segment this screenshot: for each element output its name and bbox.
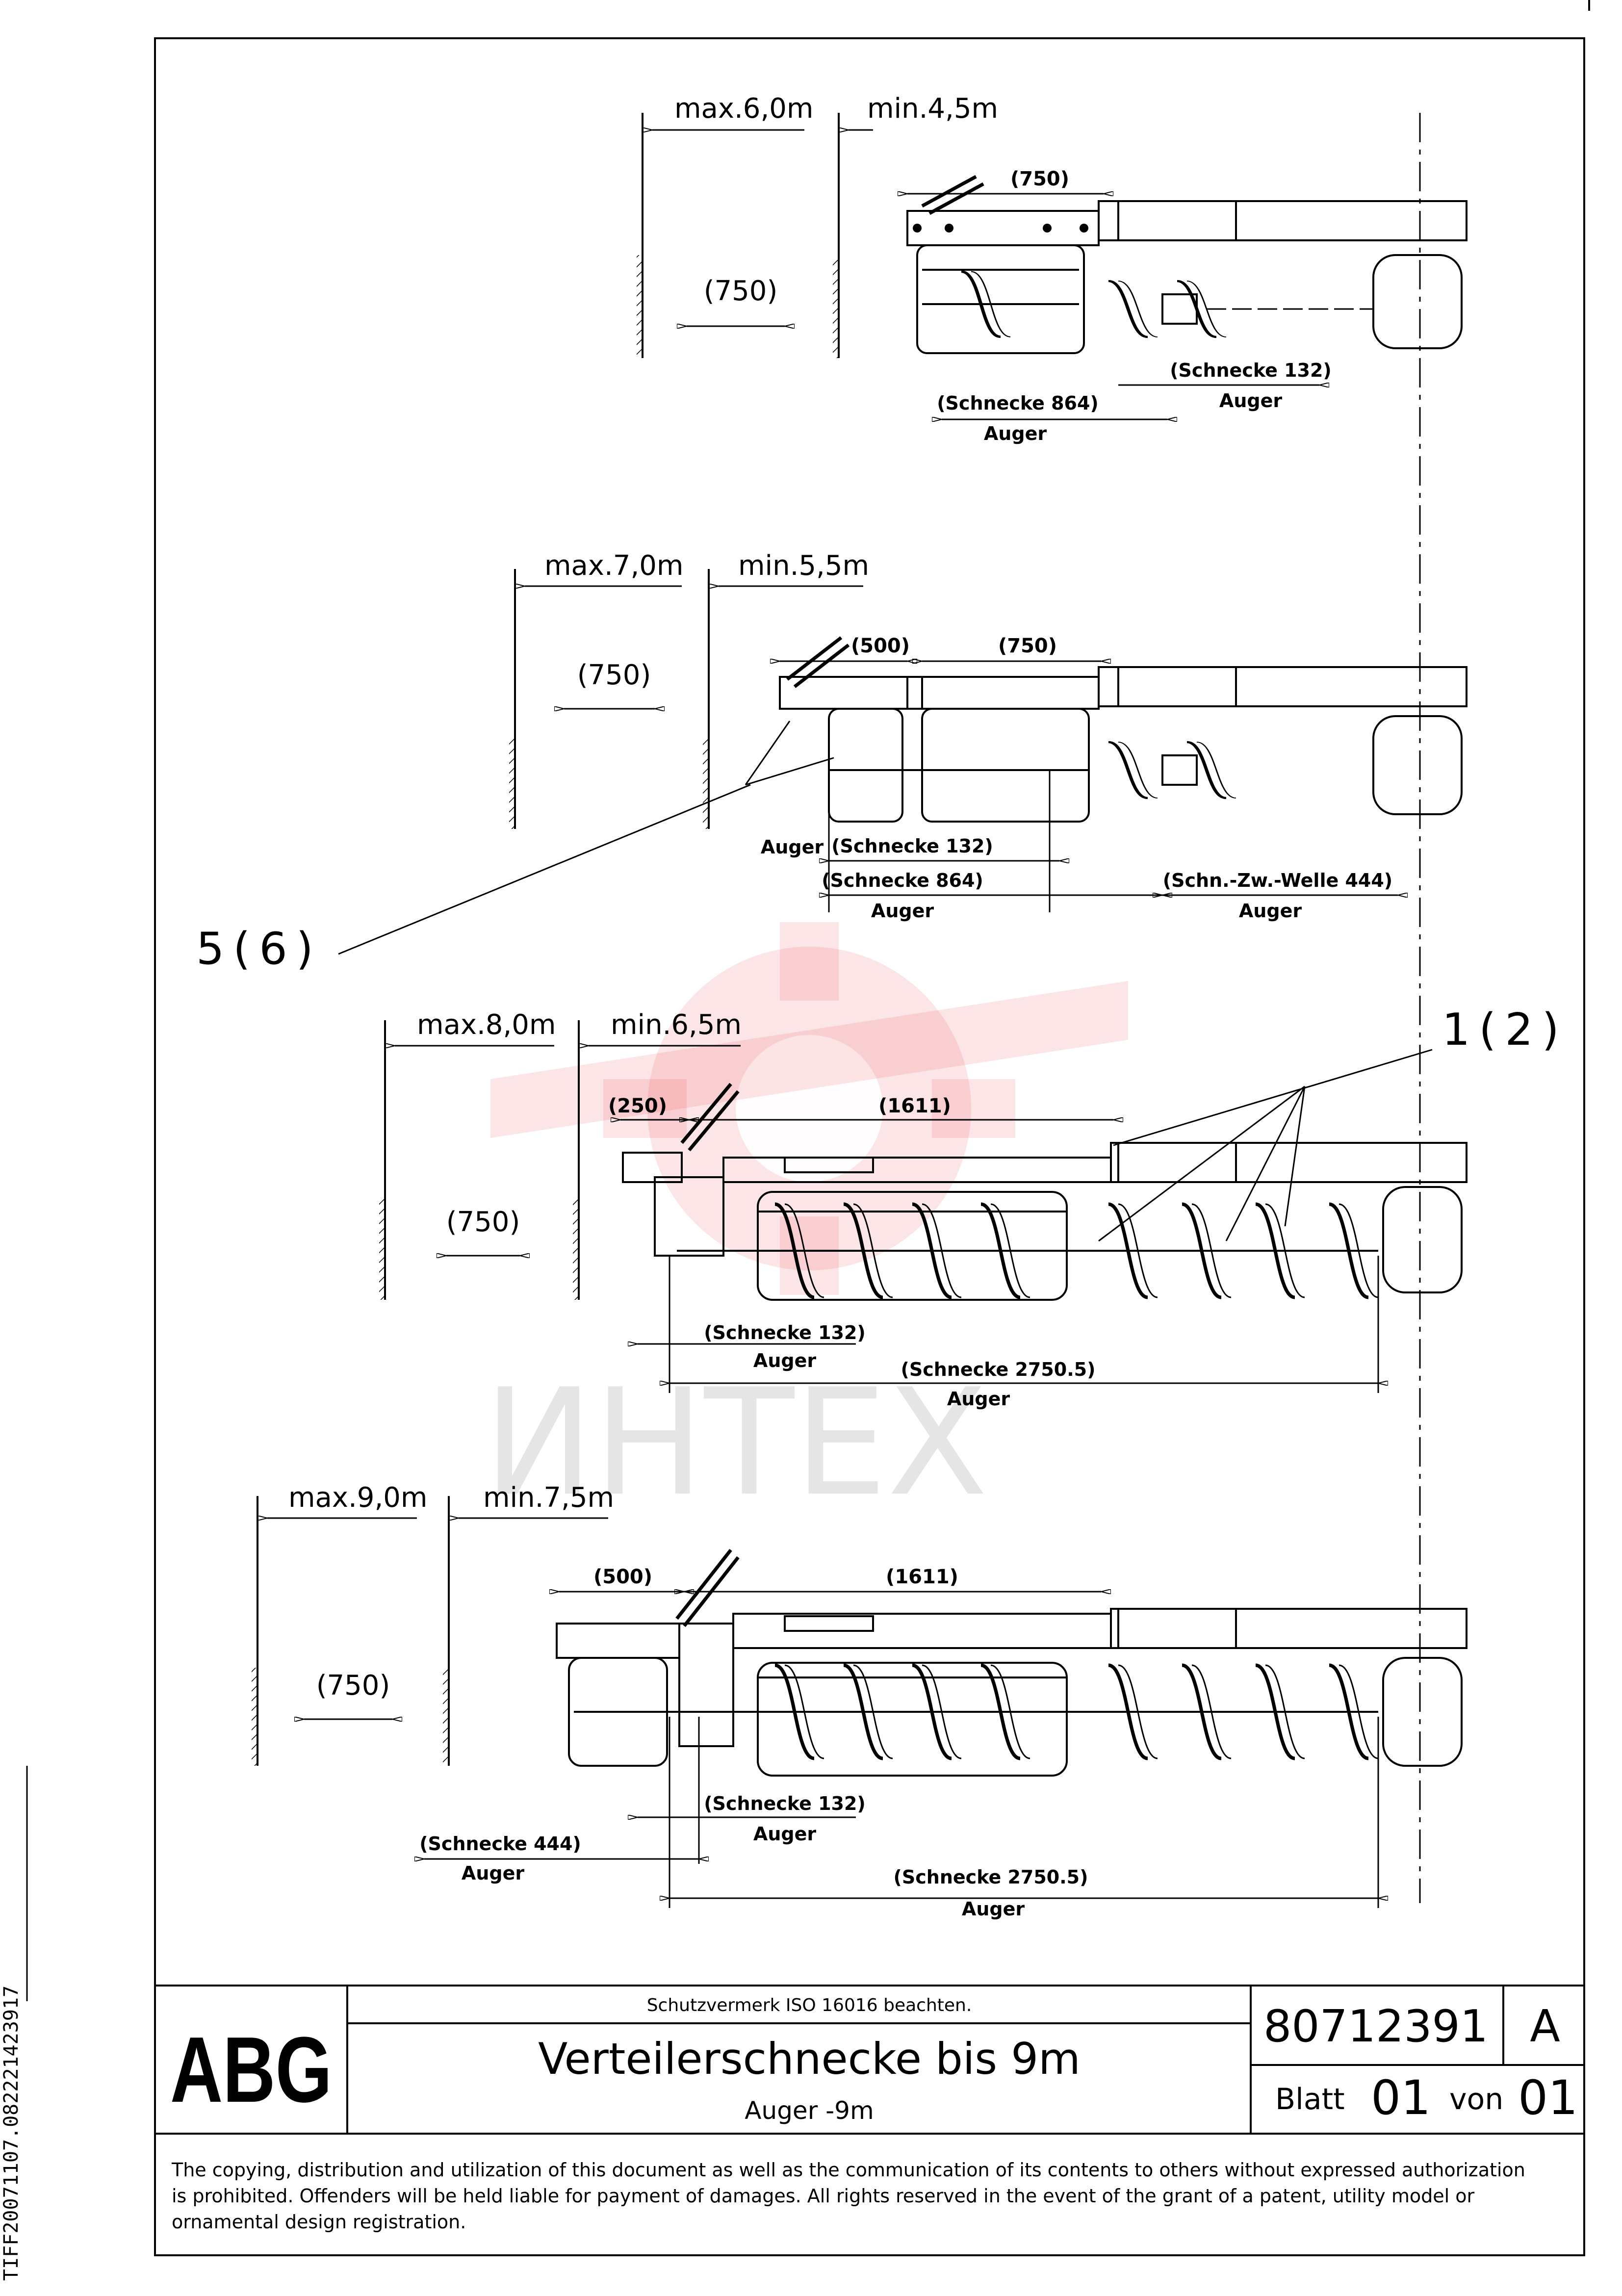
note-dim: (Schnecke 864) bbox=[937, 392, 1099, 414]
note-dim: (Schnecke 864) bbox=[822, 870, 983, 891]
auger-guard bbox=[916, 244, 1085, 354]
max-width-label: max.6,0m bbox=[674, 93, 813, 125]
min-width-label: min.4,5m bbox=[867, 93, 998, 125]
top-dim: (1611) bbox=[886, 1566, 958, 1588]
diagram-9m: max.9,0m min.7,5m (750) (500) (1611) (Sc… bbox=[252, 1482, 1468, 1920]
drawing-subtitle: Auger -9m bbox=[745, 2096, 874, 2125]
extension-frame bbox=[906, 210, 1100, 246]
gap-label: (750) bbox=[577, 659, 651, 691]
top-dim: (500) bbox=[851, 635, 910, 657]
of-label: von bbox=[1449, 2082, 1503, 2116]
part-number-5-6: 5(6) bbox=[196, 923, 322, 975]
max-width-label: max.7,0m bbox=[544, 550, 683, 582]
max-width-label: max.9,0m bbox=[288, 1482, 427, 1514]
drawing-number: 80712391 bbox=[1263, 2001, 1488, 2052]
revision: A bbox=[1530, 2001, 1560, 2052]
sheet-border bbox=[154, 37, 1585, 2256]
note-dim: (Schnecke 444) bbox=[419, 1833, 581, 1855]
note-sub: Auger bbox=[947, 1388, 1010, 1410]
note-sub: Auger bbox=[753, 1823, 816, 1845]
extension-frame bbox=[779, 676, 1100, 710]
side-label: Auger bbox=[761, 836, 824, 858]
copyright-line: is prohibited. Offenders will be held li… bbox=[172, 2185, 1475, 2207]
sheet-number: 01 bbox=[1371, 2070, 1431, 2125]
hopper-bracket bbox=[678, 1623, 734, 1747]
gap-label: (750) bbox=[704, 275, 778, 307]
auger-guard bbox=[757, 1662, 1068, 1777]
note-dim: (Schnecke 132) bbox=[831, 835, 993, 857]
main-frame bbox=[1098, 666, 1468, 707]
top-dim: (750) bbox=[1010, 168, 1069, 190]
protection-note: Schutzvermerk ISO 16016 beachten. bbox=[647, 1995, 972, 2015]
gap-label: (750) bbox=[316, 1670, 390, 1702]
note-sub: Auger bbox=[753, 1350, 816, 1371]
title-block: ABG Schutzvermerk ISO 16016 beachten. Ve… bbox=[155, 1985, 1584, 2135]
note-sub: Auger bbox=[462, 1862, 524, 1884]
min-width-label: min.5,5m bbox=[738, 550, 869, 582]
callout-5-6: 5(6) bbox=[196, 721, 834, 975]
top-dim: (500) bbox=[593, 1566, 652, 1588]
track-wheel bbox=[1372, 254, 1463, 349]
min-width-label: min.7,5m bbox=[483, 1482, 614, 1514]
copyright-notice: The copying, distribution and utilizatio… bbox=[171, 2159, 1525, 2233]
copyright-line: The copying, distribution and utilizatio… bbox=[171, 2159, 1525, 2181]
note-sub: Auger bbox=[1219, 390, 1282, 412]
note-sub: Auger bbox=[1239, 900, 1302, 922]
auger-guard bbox=[757, 1191, 1068, 1301]
track-wheel bbox=[1372, 715, 1463, 815]
note-sub: Auger bbox=[871, 900, 934, 922]
watermark-gear-logo bbox=[490, 922, 1128, 1295]
note-sub: Auger bbox=[984, 423, 1047, 444]
min-width-label: min.6,5m bbox=[611, 1009, 742, 1041]
drawing-title: Verteilerschnecke bis 9m bbox=[538, 2034, 1081, 2084]
note-dim: (Schnecke 132) bbox=[704, 1793, 866, 1814]
diagram-6m: max.6,0m min.4,5m (750) (750) (Schnecke … bbox=[637, 93, 1468, 444]
part-number-1-2: 1(2) bbox=[1442, 1004, 1568, 1056]
top-dim: (250) bbox=[608, 1095, 667, 1117]
side-archive-code: TIFF20071107.082221423917 bbox=[0, 1985, 23, 2281]
copyright-line: ornamental design registration. bbox=[172, 2211, 466, 2233]
note-dim: (Schn.-Zw.-Welle 444) bbox=[1163, 870, 1392, 891]
diagram-8m: max.8,0m min.6,5m (750) (250) (1611) (Sc… bbox=[379, 1009, 1468, 1410]
top-dim: (1611) bbox=[878, 1095, 951, 1117]
main-frame bbox=[1110, 1142, 1468, 1183]
watermark-text: ИНТЕХ bbox=[484, 1357, 988, 1528]
note-dim: (Schnecke 132) bbox=[1170, 360, 1332, 381]
auger-guard bbox=[921, 708, 1090, 823]
company-logo: ABG bbox=[170, 2018, 332, 2122]
callout-1-2: 1(2) bbox=[1098, 1004, 1568, 1242]
note-dim: (Schnecke 132) bbox=[704, 1322, 866, 1343]
top-dim: (750) bbox=[998, 635, 1057, 657]
main-frame bbox=[1098, 200, 1468, 241]
sheet-total: 01 bbox=[1518, 2070, 1578, 2125]
diagram-7m: max.7,0m min.5,5m (750) (500) (750) Auge… bbox=[509, 550, 1468, 922]
note-dim: (Schnecke 2750.5) bbox=[894, 1866, 1088, 1888]
note-sub: Auger bbox=[962, 1898, 1025, 1920]
main-frame bbox=[1110, 1608, 1468, 1649]
gap-label: (750) bbox=[446, 1206, 520, 1238]
track-wheel bbox=[1382, 1657, 1463, 1767]
sheet-label: Blatt bbox=[1275, 2082, 1345, 2116]
max-width-label: max.8,0m bbox=[417, 1009, 556, 1041]
hopper-bracket bbox=[654, 1176, 724, 1257]
note-dim: (Schnecke 2750.5) bbox=[901, 1359, 1096, 1380]
track-wheel bbox=[1382, 1186, 1463, 1293]
